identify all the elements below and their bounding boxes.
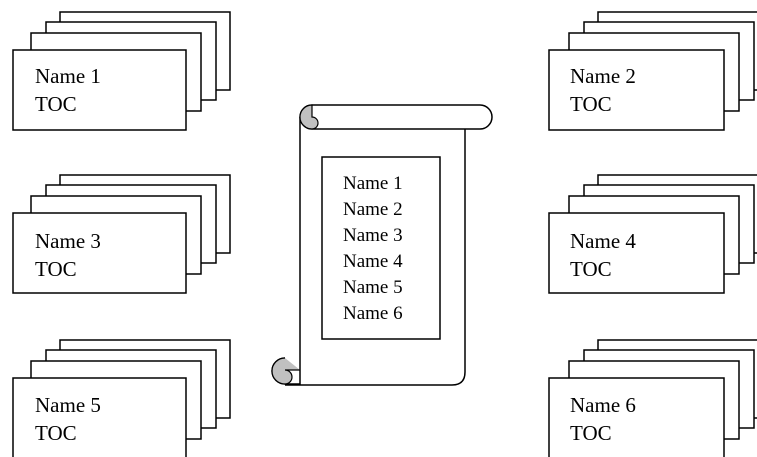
- document-toc: TOC: [35, 421, 77, 445]
- master-index-scroll: Name 1 Name 2 Name 3 Name 4 Name 5 Name …: [271, 104, 493, 386]
- master-index-entry: Name 1: [343, 173, 403, 194]
- master-index-box: [321, 156, 441, 340]
- document-stack-5: Name 5 TOC: [12, 339, 231, 457]
- document-stack-3: Name 3 TOC: [12, 174, 231, 294]
- master-index-entry: Name 3: [343, 225, 403, 246]
- master-index-entry: Name 4: [343, 251, 403, 272]
- scroll-bottom-curl: [271, 357, 300, 385]
- master-index-entry: Name 2: [343, 199, 403, 220]
- document-name: Name 2: [570, 64, 636, 88]
- document-name: Name 3: [35, 229, 101, 253]
- document-toc: TOC: [570, 421, 612, 445]
- document-toc: TOC: [570, 257, 612, 281]
- scroll-top-roll: [299, 104, 493, 130]
- document-stack-1: Name 1 TOC: [12, 11, 231, 131]
- scroll-body: [285, 117, 466, 386]
- document-toc: TOC: [35, 92, 77, 116]
- document-toc: TOC: [35, 257, 77, 281]
- document-stack-2: Name 2 TOC: [548, 11, 757, 131]
- stack-front-page: [12, 377, 187, 457]
- stack-front-page: [12, 212, 187, 294]
- document-name: Name 1: [35, 64, 101, 88]
- document-toc: TOC: [570, 92, 612, 116]
- stack-front-page: [12, 49, 187, 131]
- master-index-entry: Name 5: [343, 277, 403, 298]
- master-index-entry: Name 6: [343, 303, 403, 324]
- document-stack-6: Name 6 TOC: [548, 339, 757, 457]
- document-name: Name 5: [35, 393, 101, 417]
- stack-front-page: [548, 377, 725, 457]
- stack-front-page: [548, 49, 725, 131]
- scroll-top-curl: [299, 104, 319, 130]
- document-stack-4: Name 4 TOC: [548, 174, 757, 294]
- document-name: Name 4: [570, 229, 636, 253]
- stack-front-page: [548, 212, 725, 294]
- document-name: Name 6: [570, 393, 636, 417]
